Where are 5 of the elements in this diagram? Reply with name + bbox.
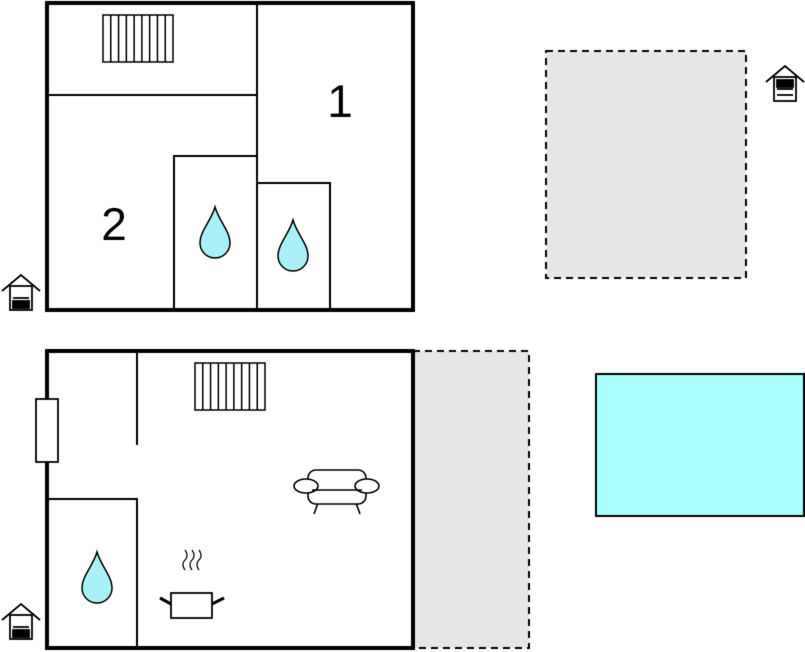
terrace-area (545, 50, 747, 279)
room-number: 1 (327, 78, 353, 124)
room-number: 2 (101, 201, 127, 247)
terrace-area (412, 350, 530, 649)
pool (595, 373, 805, 517)
